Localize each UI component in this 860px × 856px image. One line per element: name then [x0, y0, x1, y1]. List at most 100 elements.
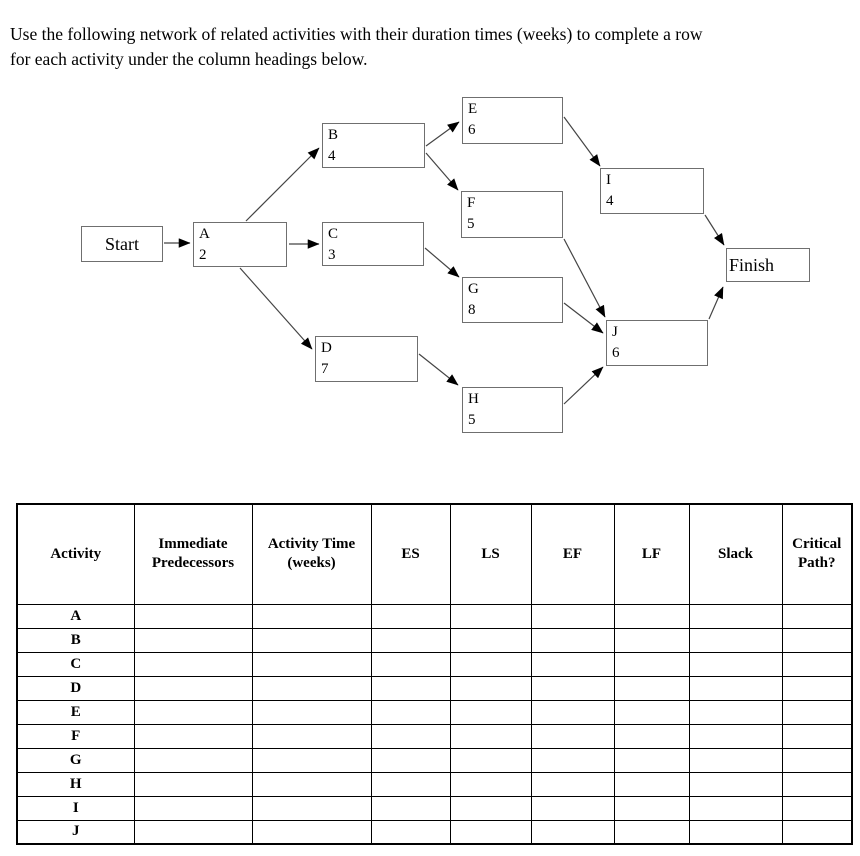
table-cell-empty — [370, 627, 451, 653]
row-label: H — [16, 771, 135, 797]
table-cell-empty — [613, 651, 690, 677]
table-cell-empty — [781, 651, 853, 677]
table-cell-empty — [370, 675, 451, 701]
table-row: D — [16, 675, 853, 701]
row-label: I — [16, 795, 135, 821]
table-cell-empty — [370, 795, 451, 821]
table-row: J — [16, 819, 853, 845]
table-cell-empty — [530, 771, 615, 797]
table-cell-empty — [133, 675, 253, 701]
node-activity-h: H 5 — [462, 387, 563, 433]
edge-f-j — [563, 238, 606, 318]
table-cell-empty — [781, 699, 853, 725]
table-row: I — [16, 795, 853, 821]
table-cell-empty — [781, 771, 853, 797]
node-activity-i: I 4 — [600, 168, 704, 214]
table-cell-empty — [688, 627, 783, 653]
activity-label: G — [468, 281, 479, 297]
table-cell-empty — [449, 603, 532, 629]
row-label: B — [16, 627, 135, 653]
table-cell-empty — [370, 747, 451, 773]
table-cell-empty — [613, 699, 690, 725]
table-cell-empty — [530, 723, 615, 749]
table-cell-empty — [613, 723, 690, 749]
edge-a-d — [239, 267, 313, 350]
row-label: G — [16, 747, 135, 773]
table-cell-empty — [370, 651, 451, 677]
table-cell-empty — [251, 651, 372, 677]
table-cell-empty — [613, 771, 690, 797]
table-cell-empty — [688, 795, 783, 821]
col-header-ef: EF — [530, 503, 615, 605]
table-cell-empty — [133, 723, 253, 749]
activity-label: D — [321, 340, 332, 356]
activity-label: I — [606, 172, 611, 188]
col-header-es: ES — [370, 503, 451, 605]
row-label: D — [16, 675, 135, 701]
activity-table: Activity Immediate Predecessors Activity… — [16, 503, 853, 845]
node-activity-c: C 3 — [322, 222, 424, 266]
node-activity-a: A 2 — [193, 222, 287, 267]
table-cell-empty — [133, 747, 253, 773]
row-label: A — [16, 603, 135, 629]
table-cell-empty — [688, 723, 783, 749]
table-cell-empty — [251, 603, 372, 629]
activity-label: C — [328, 226, 339, 242]
activity-label: F — [467, 195, 476, 211]
activity-duration: 4 — [606, 192, 614, 209]
node-start: Start — [81, 226, 163, 262]
table-cell-empty — [370, 603, 451, 629]
table-cell-empty — [449, 627, 532, 653]
node-activity-d: D 7 — [315, 336, 418, 382]
edge-g-j — [563, 302, 604, 334]
table-cell-empty — [781, 795, 853, 821]
table-cell-empty — [781, 675, 853, 701]
edge-e-i — [563, 116, 601, 167]
table-cell-empty — [133, 699, 253, 725]
table-row: A — [16, 603, 853, 629]
table-cell-empty — [530, 819, 615, 845]
table-cell-empty — [781, 627, 853, 653]
table-cell-empty — [688, 771, 783, 797]
edge-c-g — [424, 247, 460, 278]
edge-a-b — [245, 147, 320, 222]
activity-duration: 8 — [468, 301, 476, 318]
table-cell-empty — [688, 603, 783, 629]
activity-duration: 4 — [328, 147, 336, 164]
table-cell-empty — [449, 819, 532, 845]
table-cell-empty — [530, 603, 615, 629]
table-cell-empty — [449, 795, 532, 821]
table-cell-empty — [370, 771, 451, 797]
activity-duration: 6 — [468, 121, 476, 138]
table-row: B — [16, 627, 853, 653]
table-cell-empty — [613, 675, 690, 701]
table-cell-empty — [251, 627, 372, 653]
edge-i-finish — [704, 214, 725, 246]
activity-duration: 2 — [199, 246, 207, 263]
row-label: E — [16, 699, 135, 725]
table-cell-empty — [133, 771, 253, 797]
table-cell-empty — [613, 747, 690, 773]
activity-label: B — [328, 127, 339, 143]
table-row: G — [16, 747, 853, 773]
activity-duration: 5 — [467, 215, 475, 232]
row-label: C — [16, 651, 135, 677]
table-row: C — [16, 651, 853, 677]
table-cell-empty — [781, 819, 853, 845]
table-cell-empty — [251, 699, 372, 725]
node-activity-j: J 6 — [606, 320, 708, 366]
node-finish-label: Finish — [729, 254, 775, 275]
table-cell-empty — [370, 723, 451, 749]
table-cell-empty — [688, 699, 783, 725]
table-cell-empty — [133, 795, 253, 821]
activity-duration: 6 — [612, 344, 620, 361]
table-cell-empty — [449, 747, 532, 773]
table-cell-empty — [781, 723, 853, 749]
table-row: E — [16, 699, 853, 725]
col-header-slack: Slack — [688, 503, 783, 605]
table-cell-empty — [251, 771, 372, 797]
table-header-row: Activity Immediate Predecessors Activity… — [16, 503, 853, 605]
activity-label: A — [199, 226, 210, 242]
table-cell-empty — [613, 819, 690, 845]
table-cell-empty — [781, 747, 853, 773]
